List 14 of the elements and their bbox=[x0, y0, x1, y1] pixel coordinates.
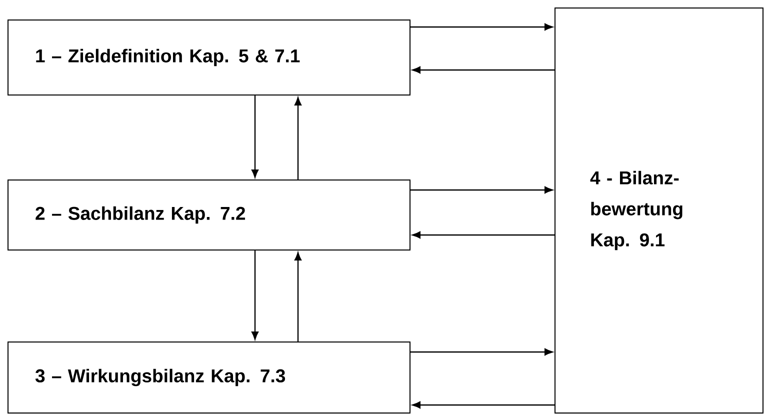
text-box: 2 – Sachbilanz Kap. 7.2 bbox=[8, 179, 410, 250]
arrow bbox=[412, 401, 554, 408]
arrow bbox=[251, 96, 259, 178]
arrow bbox=[294, 252, 302, 342]
arrow bbox=[410, 348, 553, 356]
arrow bbox=[251, 250, 259, 340]
arrow bbox=[294, 97, 302, 180]
text-box: 4 - Bilanz- bewertung Kap. 9.1 bbox=[554, 8, 764, 414]
arrow bbox=[410, 23, 553, 30]
text-box: 3 – Wirkungsbilanz Kap. 7.3 bbox=[8, 341, 410, 414]
text-box: 1 – Zieldefinition Kap. 5 & 7.1 bbox=[8, 20, 410, 96]
arrow bbox=[410, 186, 553, 194]
arrow bbox=[412, 231, 554, 238]
arrow bbox=[412, 66, 554, 74]
